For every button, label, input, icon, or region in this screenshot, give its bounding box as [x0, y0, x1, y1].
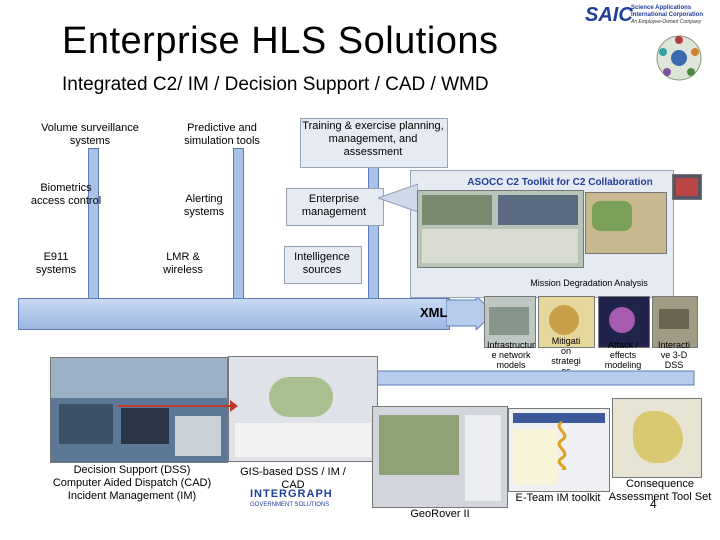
capability-alerting: Alerting systems — [183, 193, 225, 218]
dss-arrow-icon — [118, 398, 238, 419]
asocc-arrow-icon — [376, 178, 419, 223]
mission-degradation-label: Mission Degradation Analysis — [530, 278, 648, 288]
eteam-label: E-Team IM toolkit — [515, 492, 601, 504]
saic-logo-mark: SAIC — [585, 4, 633, 26]
eteam-screenshot — [508, 408, 610, 492]
dss-line-2: Computer Aided Dispatch (CAD) — [52, 477, 212, 489]
intergraph-logo: INTERGRAPH GOVERNMENT SOLUTIONS — [250, 488, 356, 514]
globe-emblem-icon — [655, 34, 703, 82]
model-attack-effects: Attack / effects modeling — [604, 340, 642, 370]
capability-e911: E911 systems — [35, 251, 77, 276]
intelligence-box — [284, 246, 362, 284]
saic-logo: SAIC Science Applications International … — [585, 4, 717, 28]
training-box — [300, 118, 448, 168]
page-title: Enterprise HLS Solutions — [62, 20, 499, 62]
georover-screenshot — [372, 406, 508, 508]
dss-screenshot — [228, 356, 378, 462]
georover-label: GeoRover II — [410, 508, 470, 520]
saic-logo-line1: Science Applications — [631, 5, 692, 11]
intergraph-name: INTERGRAPH — [250, 488, 333, 500]
asocc-thumbnail — [672, 174, 702, 200]
asocc-map-screenshot — [585, 192, 667, 254]
saic-logo-line2: International Corporation — [631, 12, 703, 18]
intergraph-sub: GOVERNMENT SOLUTIONS — [250, 502, 330, 508]
dss-operations-photo — [50, 357, 228, 463]
asocc-label: ASOCC C2 Toolkit for C2 Collaboration — [467, 177, 653, 188]
model-interactive-3d: Interacti ve 3-D DSS — [657, 340, 690, 370]
model-infrastructure: Infrastructur e network models — [486, 340, 535, 370]
capability-enterprise-mgmt: Enterprise management — [301, 193, 367, 218]
consequence-screenshot — [612, 398, 702, 478]
page-subtitle: Integrated C2/ IM / Decision Support / C… — [62, 74, 489, 95]
capability-predictive-simulation: Predictive and simulation tools — [184, 122, 260, 147]
capability-biometrics: Biometrics access control — [30, 182, 102, 207]
mission-image-4 — [652, 296, 698, 348]
eteam-chain-icon — [550, 420, 574, 475]
enterprise-mgmt-box — [286, 188, 384, 226]
saic-logo-line3: An Employee-Owned Company — [631, 19, 702, 25]
xml-bus — [18, 298, 450, 330]
connector-bar-1 — [88, 148, 99, 302]
xml-label: XML — [420, 305, 448, 320]
capability-volume-surveillance: Volume surveillance systems — [41, 122, 139, 147]
dss-line-1: Decision Support (DSS) — [73, 464, 191, 476]
asocc-screenshot — [417, 190, 584, 268]
capability-intelligence: Intelligence sources — [294, 251, 350, 276]
mission-image-1 — [484, 296, 536, 348]
capability-lmr: LMR & wireless — [163, 251, 203, 276]
consequence-label: Consequence Assessment Tool Set — [608, 478, 712, 503]
connector-bar-2 — [233, 148, 244, 302]
mission-image-3 — [598, 296, 650, 348]
dss-line-3: Incident Management (IM) — [67, 490, 197, 502]
gis-label: GIS-based DSS / IM / CAD — [240, 466, 346, 491]
mission-image-2 — [538, 296, 595, 348]
page-number: 4 — [650, 497, 657, 511]
capability-training-exercise: Training & exercise planning, management… — [302, 120, 444, 158]
